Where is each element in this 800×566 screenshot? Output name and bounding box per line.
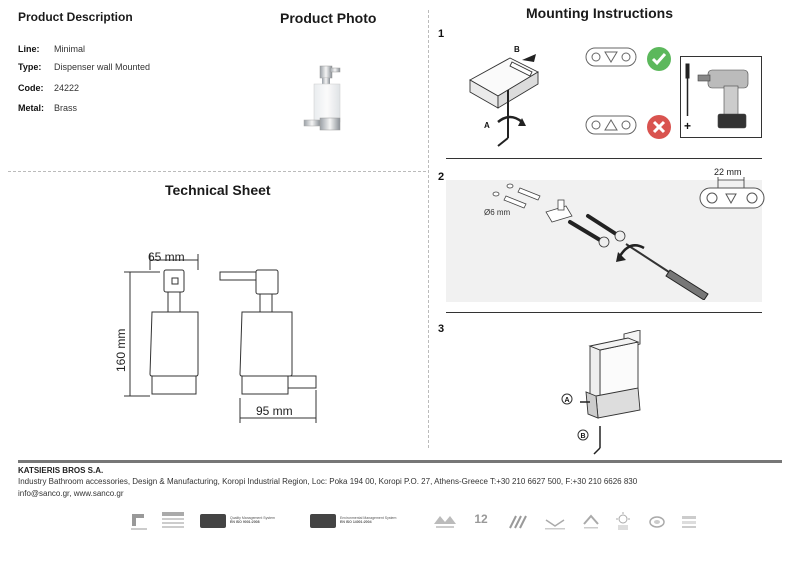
step-number: 3 [438,323,445,335]
horizontal-divider [8,171,426,172]
step-divider [446,158,762,159]
spec-value: Minimal [54,44,86,54]
spec-code: Code: 24222 [18,83,79,93]
cross-icon [647,115,671,139]
spec-key: Code: [18,83,44,93]
quality-certificate-badge: Quality Management System EN ISO 9001:20… [200,512,290,532]
height-dimension-label: 160 mm [114,328,128,372]
cert-title: Environmental Management System [340,516,397,520]
sun-badge-icon [612,512,634,532]
recycle-badge-icon [580,512,602,532]
correct-orientation-plate [585,47,637,67]
step1-bracket-illustration: B A [469,45,539,147]
cert-iso: EN ISO 14001:2004 [340,520,372,524]
check-icon [647,47,671,71]
screw-diameter-label: Ø6 mm [484,208,511,217]
label-a: A [484,121,490,130]
step-number: 2 [438,171,445,183]
label-a: A [565,397,570,404]
finish-badge-icon [678,512,700,532]
vertical-divider [428,10,429,448]
mounting-instructions-heading: Mounting Instructions [526,5,673,21]
stripes-badge-icon [508,512,530,532]
spec-key: Type: [18,62,42,72]
warranty-badge: 12 [474,512,488,526]
water-badge-icon [542,512,568,532]
step-divider [446,312,762,313]
hundred-percent-badge-icon [162,512,184,532]
company-address: Industry Bathroom accessories, Design & … [18,477,638,486]
award-badge-icon [432,512,458,532]
spec-value: 24222 [54,83,80,93]
cert-title: Quality Management System [230,516,275,520]
product-photo-heading: Product Photo [280,10,377,26]
spacing-label: 22 mm [714,167,742,177]
footer-rule [18,460,782,463]
cert-iso: EN ISO 9001:2008 [230,520,260,524]
step-number: 1 [438,28,445,40]
spec-type: Type: Dispenser wall Mounted [18,62,150,72]
spec-key: Metal: [18,103,45,113]
spec-value: Dispenser wall Mounted [54,62,151,72]
step2-screws-illustration [492,183,709,300]
spacing-plate-diagram [699,177,765,209]
label-b: B [581,433,586,440]
spec-value: Brass [54,103,78,113]
spec-key: Line: [18,44,40,54]
width-dimension-label: 65 mm [148,250,185,264]
depth-dimension-label: 95 mm [256,404,293,418]
wrong-orientation-plate [585,115,637,135]
product-photo [303,65,341,131]
company-contact: info@sanco.gr, www.sanco.gr [18,489,124,498]
tools-drill-screwdriver-icon: + [680,56,762,138]
svg-text:+: + [684,119,691,133]
technical-sheet-heading: Technical Sheet [165,182,271,198]
environment-certificate-badge: Environmental Management System EN ISO 1… [310,512,400,532]
label-b: B [514,45,520,54]
spec-line: Line: Minimal [18,44,85,54]
technical-drawing [124,254,317,423]
spec-metal: Metal: Brass [18,103,77,113]
company-name: KATSIERIS BROS S.A. [18,466,104,475]
product-description-heading: Product Description [18,10,133,24]
swirl-badge-icon [646,512,668,532]
hammer-badge-icon [128,512,150,532]
step3-mounting-illustration: A B [561,330,641,455]
